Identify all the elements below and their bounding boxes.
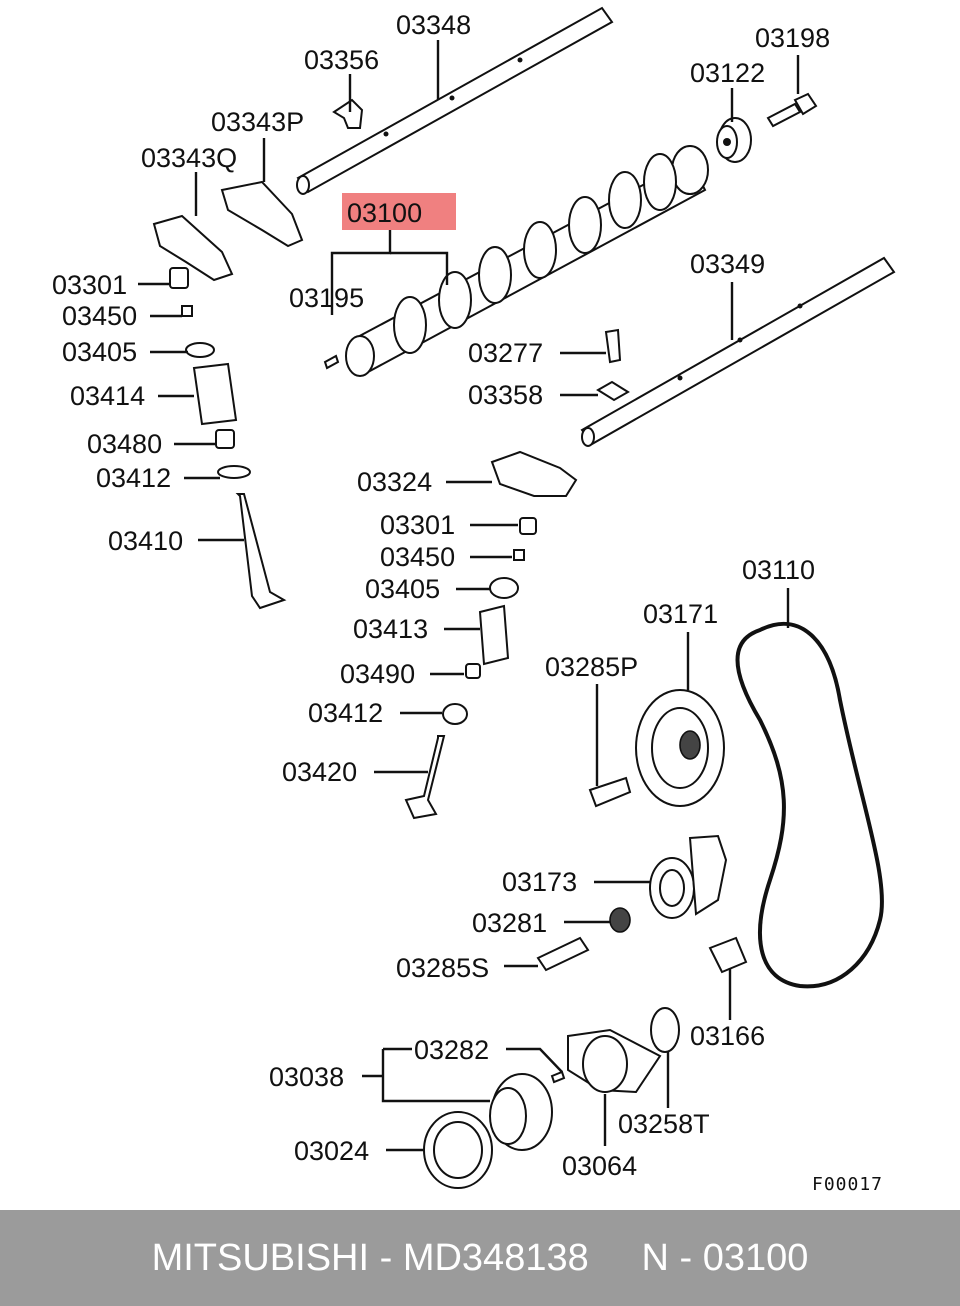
label-03358: 03358 (468, 380, 543, 410)
label-03405-lower: 03405 (365, 574, 440, 604)
valve-train-left (169, 267, 287, 610)
bolt-03198 (766, 92, 818, 128)
plate-03024 (423, 1111, 493, 1189)
label-03349: 03349 (690, 249, 765, 279)
label-03412-lower: 03412 (308, 698, 383, 728)
label-03490: 03490 (340, 659, 415, 689)
label-03258t: 03258T (618, 1109, 710, 1139)
footer-position: N - 03100 (641, 1236, 809, 1279)
label-03356: 03356 (304, 45, 379, 75)
footer-gap (589, 1237, 642, 1280)
spring-03166 (708, 936, 748, 974)
label-03301-upper: 03301 (52, 270, 127, 300)
pin-03195 (323, 354, 340, 370)
label-03277: 03277 (468, 338, 543, 368)
label-03282: 03282 (414, 1035, 489, 1065)
rocker-arm-03343p (220, 180, 304, 248)
label-03343q: 03343Q (141, 143, 237, 173)
flange-03064 (567, 1028, 662, 1094)
label-03173: 03173 (502, 867, 577, 897)
sprocket-03171 (635, 689, 725, 807)
label-03110: 03110 (742, 555, 815, 585)
label-03198: 03198 (755, 23, 830, 53)
label-03100: 03100 (347, 198, 422, 228)
tensioner-03173 (649, 834, 728, 919)
plug-03122 (716, 117, 752, 163)
label-03410: 03410 (108, 526, 183, 556)
label-03301-lower: 03301 (380, 510, 455, 540)
label-03413: 03413 (353, 614, 428, 644)
crank-sprocket (489, 1073, 553, 1151)
label-03420: 03420 (282, 757, 357, 787)
label-03450-lower: 03450 (380, 542, 455, 572)
rocker-shaft-lower (580, 256, 896, 447)
label-03064: 03064 (562, 1151, 637, 1181)
label-03324: 03324 (357, 467, 432, 497)
valve-train-center (404, 517, 537, 820)
label-03285p: 03285P (545, 652, 638, 682)
label-03405-upper: 03405 (62, 337, 137, 367)
footer-part-number: MD348138 (402, 1236, 589, 1279)
clip-03358 (596, 380, 630, 402)
clip-03356 (332, 98, 364, 129)
label-03038: 03038 (269, 1062, 344, 1092)
label-03348: 03348 (396, 10, 471, 40)
label-03285s: 03285S (396, 953, 489, 983)
footer-separator: - (369, 1236, 403, 1279)
label-03122: 03122 (690, 58, 765, 88)
label-03281: 03281 (472, 908, 547, 938)
rocker-shaft-upper (296, 6, 614, 195)
parts-diagram: 03348 03356 03198 03122 03343P 03343Q 03… (52, 6, 896, 1195)
washer-03281 (609, 907, 631, 933)
highlight-box (342, 193, 456, 230)
label-03343p: 03343P (211, 107, 304, 137)
label-03412-upper: 03412 (96, 463, 171, 493)
rocker-arm-03324 (490, 450, 578, 497)
seal-03258t (650, 1007, 680, 1053)
footer-brand: MITSUBISHI (151, 1236, 370, 1279)
label-03480: 03480 (87, 429, 162, 459)
label-03166: 03166 (690, 1021, 765, 1051)
bolt-03285s (536, 936, 590, 972)
leader-lines (138, 40, 800, 1152)
timing-belt (735, 621, 884, 989)
camshaft (345, 145, 709, 377)
bolt-03285p (588, 776, 632, 808)
pin-03282 (550, 1070, 566, 1084)
label-03024: 03024 (294, 1136, 369, 1166)
rocker-arm-03343q (152, 214, 234, 282)
label-03171: 03171 (643, 599, 718, 629)
figure-code: F00017 (812, 1174, 883, 1195)
footer-bar: MITSUBISHI - MD348138 N - 03100 (0, 1210, 960, 1306)
bolt-03277 (604, 328, 622, 364)
label-03195: 03195 (289, 283, 364, 313)
label-03450-upper: 03450 (62, 301, 137, 331)
label-03414: 03414 (70, 381, 145, 411)
